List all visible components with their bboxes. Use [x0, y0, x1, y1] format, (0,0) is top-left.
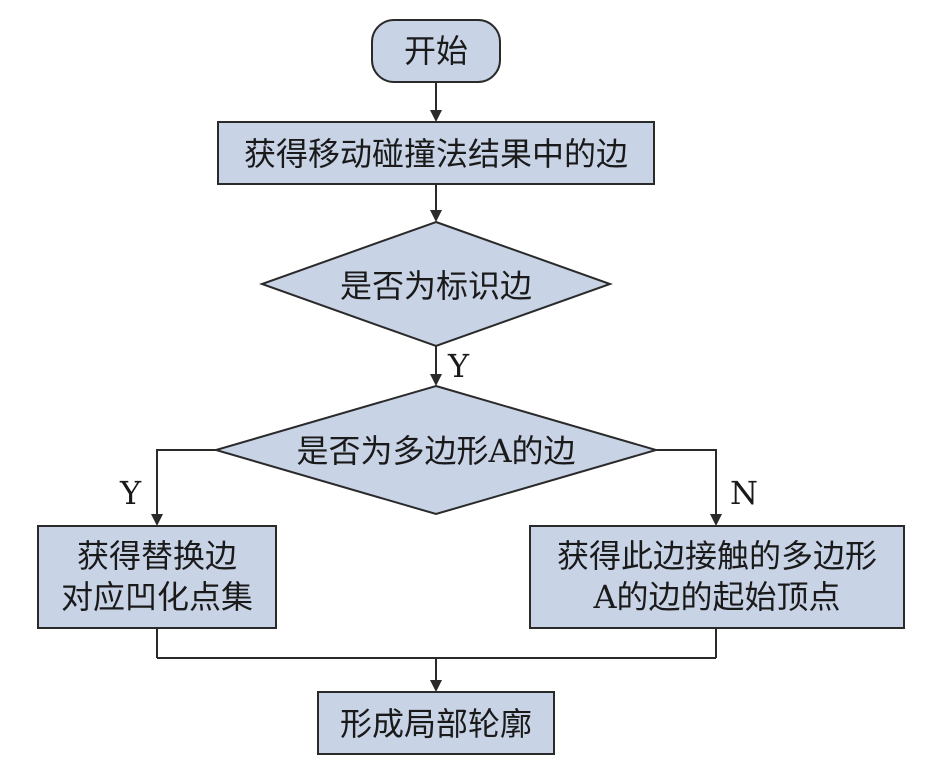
contact-vertex-label-line1: 获得此边接触的多边形 [557, 537, 877, 575]
get-edges-label: 获得移动碰撞法结果中的边 [244, 135, 628, 173]
get-edges-node [217, 121, 655, 185]
form-contour-node [317, 691, 555, 755]
replace-concave-label-line2: 对应凹化点集 [61, 578, 253, 616]
edge-is-poly-a-no [656, 449, 722, 526]
is-poly-a-decision [212, 384, 660, 516]
is-marked-yes-label: Y [447, 347, 470, 385]
edge-is-poly-a-yes [151, 449, 216, 526]
is-marked-label: 是否为标识边 [340, 267, 532, 305]
form-contour-label: 形成局部轮廓 [340, 705, 532, 743]
replace-concave-node [37, 525, 277, 629]
replace-concave-label-line1: 获得替换边 [77, 537, 237, 575]
start-label: 开始 [404, 32, 468, 70]
contact-vertex-label-line2: A的边的起始顶点 [592, 578, 840, 616]
is-poly-a-yes-label: Y [119, 474, 142, 512]
is-poly-a-label: 是否为多边形A的边 [296, 432, 575, 470]
is-poly-a-no-label: N [730, 474, 758, 512]
contact-vertex-node [529, 525, 905, 629]
